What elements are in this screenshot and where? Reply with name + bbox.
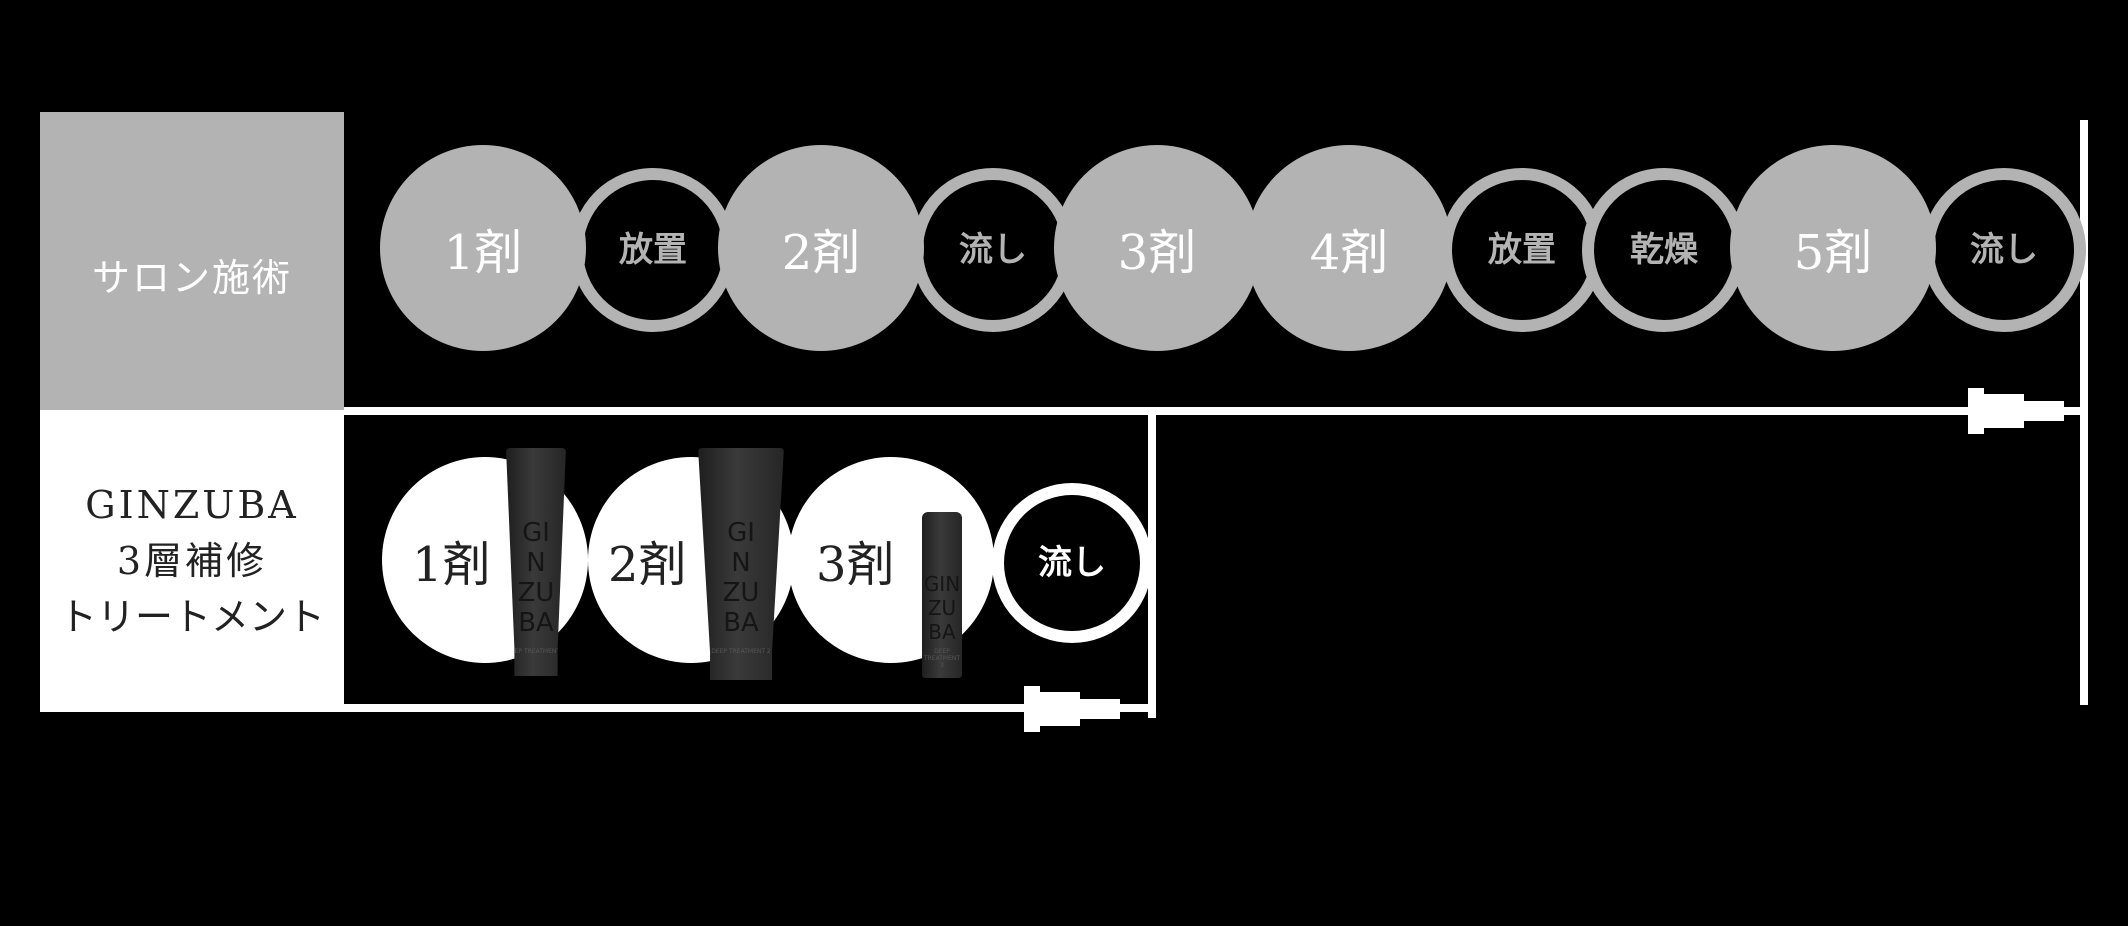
salon-step-7-process: 放置 bbox=[1440, 168, 1604, 332]
step-label: 1剤 bbox=[443, 225, 523, 281]
product-subtitle: DEEP TREATMENT 3 bbox=[923, 648, 961, 669]
step-label: 乾燥 bbox=[1630, 230, 1698, 270]
step-label: 流し bbox=[1970, 230, 2038, 270]
home-label-line-1: GINZUBA bbox=[85, 483, 299, 527]
salon-step-5-agent: 3剤 bbox=[1054, 145, 1260, 351]
home-arrow-icon bbox=[1024, 680, 1124, 738]
step-label: 1剤 bbox=[412, 537, 491, 593]
step-label: 4剤 bbox=[1309, 225, 1389, 281]
salon-timeline-line bbox=[344, 407, 2088, 415]
salon-step-8-process: 乾燥 bbox=[1582, 168, 1746, 332]
step-label: 3剤 bbox=[816, 537, 895, 593]
home-label-line-3: トリートメント bbox=[58, 595, 325, 639]
home-end-line bbox=[1148, 410, 1156, 718]
salon-treatment-label: サロン施術 bbox=[40, 112, 344, 410]
salon-step-10-process: 流し bbox=[1922, 168, 2086, 332]
step-label: 5剤 bbox=[1793, 225, 1873, 281]
ginzuba-treatment-label: GINZUBA 3層補修 トリートメント bbox=[40, 410, 344, 712]
step-label: 2剤 bbox=[608, 537, 687, 593]
product-subtitle: DEEP TREATMENT 2 bbox=[711, 648, 771, 655]
home-timeline-line bbox=[344, 704, 1152, 712]
salon-step-3-agent: 2剤 bbox=[718, 145, 924, 351]
salon-end-line bbox=[2080, 120, 2088, 705]
step-label: 2剤 bbox=[781, 225, 861, 281]
salon-step-4-process: 流し bbox=[911, 168, 1075, 332]
product-subtitle: DEEP TREATMENT 1 bbox=[506, 648, 566, 655]
step-label: 放置 bbox=[1488, 230, 1556, 270]
step-label: 流し bbox=[959, 230, 1027, 270]
salon-label-text: サロン施術 bbox=[91, 255, 292, 300]
salon-step-1-agent: 1剤 bbox=[380, 145, 586, 351]
salon-step-6-agent: 4剤 bbox=[1246, 145, 1452, 351]
home-label-line-2: 3層補修 bbox=[116, 539, 268, 583]
home-step-4-process: 流し bbox=[992, 483, 1152, 643]
step-label: 放置 bbox=[619, 230, 687, 270]
step-label: 3剤 bbox=[1117, 225, 1197, 281]
salon-step-9-agent: 5剤 bbox=[1730, 145, 1936, 351]
home-step-3-agent: 3剤 bbox=[788, 457, 994, 663]
salon-arrow-icon bbox=[1968, 382, 2068, 440]
salon-step-2-process: 放置 bbox=[571, 168, 735, 332]
step-label: 流し bbox=[1038, 543, 1106, 583]
